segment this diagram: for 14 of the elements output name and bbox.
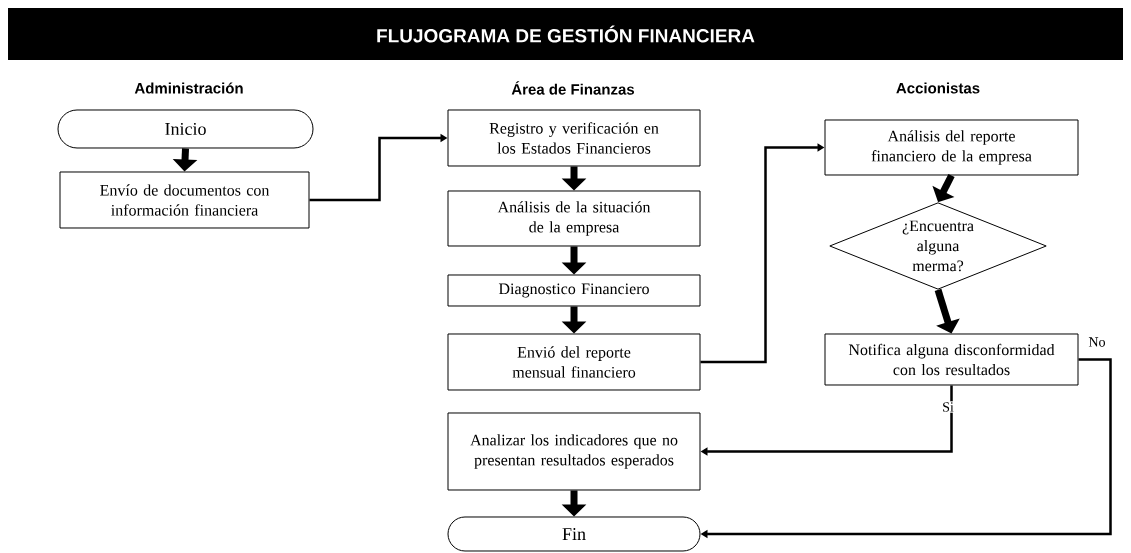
- lane-heading: Área de Finanzas: [511, 81, 635, 95]
- edge-label: Si: [941, 401, 955, 413]
- lane-heading: Accionistas: [896, 82, 980, 94]
- title-banner: FLUJOGRAMA DE GESTIÓN FINANCIERA: [8, 8, 1123, 60]
- process-box: Analizar los indicadores que no presentan resultados esperados: [447, 412, 701, 491]
- process-box: Envió del reporte mensual financiero: [447, 333, 701, 391]
- process-box: Envío de documentos con información financiera: [59, 171, 310, 229]
- edge-label: No: [1087, 336, 1107, 348]
- process-box: Diagnostico Financiero: [447, 274, 701, 307]
- process-box: Notifica alguna disconformidad con los resultados: [824, 333, 1079, 386]
- process-box: Análisis del reporte financiero de la empresa: [824, 119, 1079, 176]
- process-box: Análisis de la situación de la empresa: [447, 190, 701, 247]
- lane-heading: Administración: [134, 82, 243, 94]
- process-box: Registro y verificación en los Estados Financieros: [447, 109, 701, 167]
